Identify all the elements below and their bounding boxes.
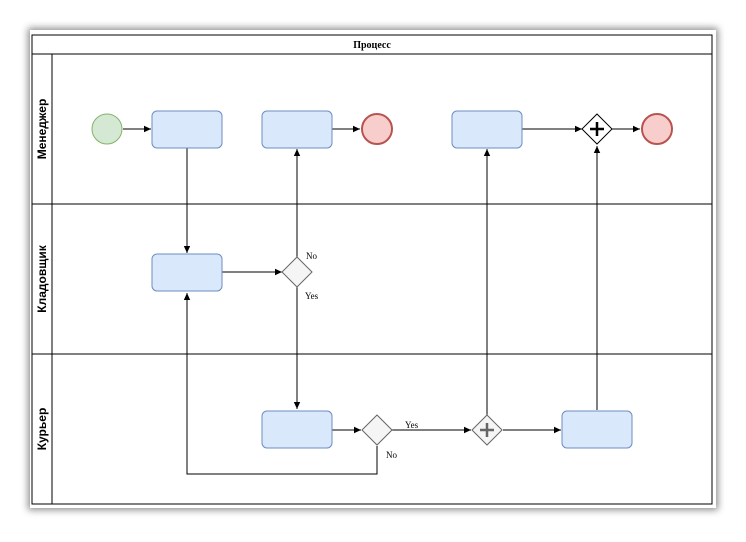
- parallel-gateway-join[interactable]: [581, 113, 613, 145]
- task-storekeeper[interactable]: [151, 253, 223, 292]
- pool-frame: [31, 34, 713, 505]
- edge-label-no: No: [386, 450, 397, 460]
- task-manager-2[interactable]: [261, 110, 333, 149]
- task-courier-2[interactable]: [561, 410, 633, 449]
- lane-label-storekeeper: Кладовщик: [35, 244, 49, 312]
- plus-icon: [590, 122, 604, 136]
- start-event[interactable]: [91, 113, 123, 145]
- edge-courier-gateway-no-loop: [183, 293, 378, 475]
- lane-label-courier: Курьер: [35, 408, 49, 451]
- plus-icon: [480, 423, 494, 437]
- parallel-gateway-split[interactable]: [471, 414, 503, 446]
- task-manager-3[interactable]: [451, 110, 523, 149]
- edge-label-yes: Yes: [405, 420, 419, 430]
- exclusive-gateway-storekeeper[interactable]: [281, 256, 313, 288]
- exclusive-gateway-courier[interactable]: [361, 414, 393, 446]
- task-manager-1[interactable]: [151, 110, 223, 149]
- task-courier-1[interactable]: [261, 410, 333, 449]
- lane-label-manager: Менеджер: [35, 99, 49, 160]
- end-event-2[interactable]: [641, 113, 673, 145]
- edge-label-no: No: [306, 251, 317, 261]
- pool-title: Процесс: [353, 40, 391, 51]
- end-event-1[interactable]: [361, 113, 393, 145]
- edge-label-yes: Yes: [305, 291, 319, 301]
